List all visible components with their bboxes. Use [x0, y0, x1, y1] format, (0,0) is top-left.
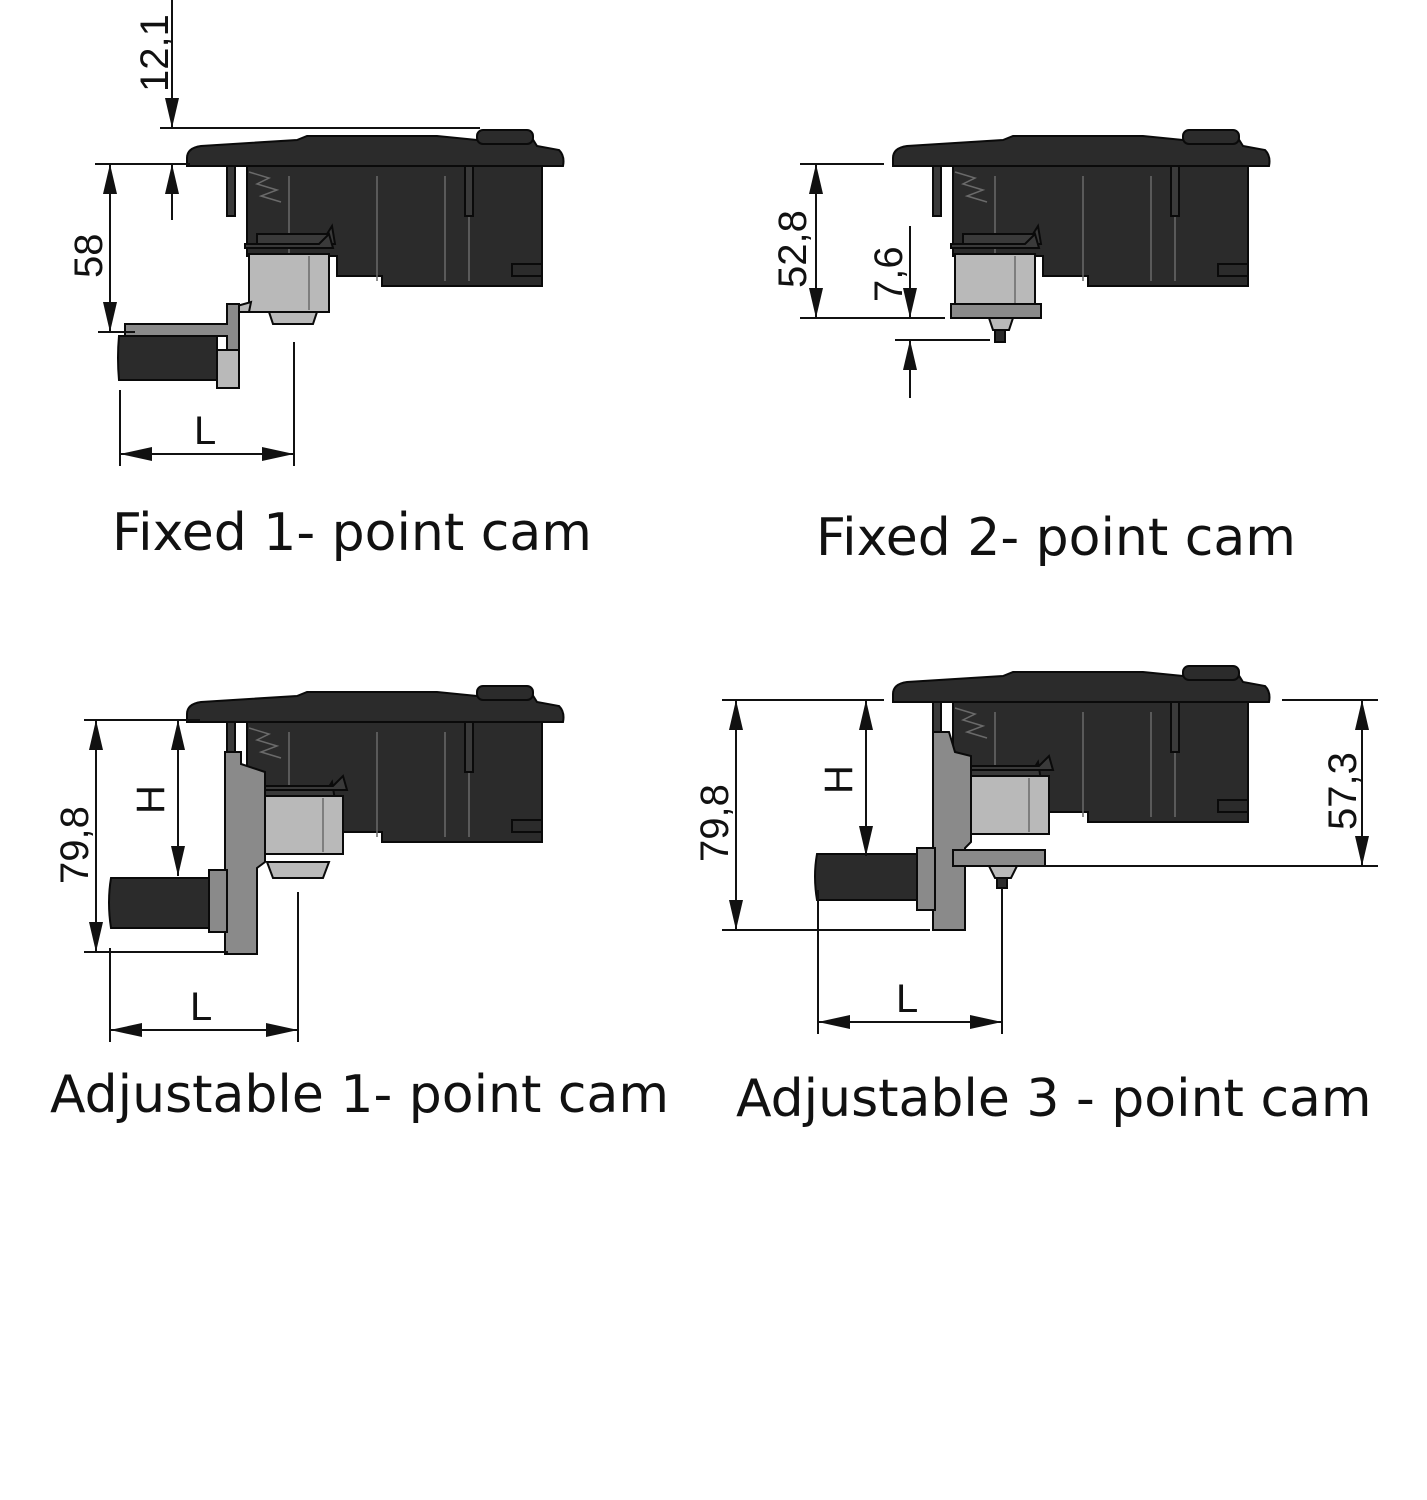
caption: Fixed 2- point cam: [816, 508, 1296, 568]
dim-label-length: L: [190, 985, 212, 1029]
dim-label-height: 79,8: [53, 806, 97, 884]
dimension-length: L: [119, 342, 295, 466]
dimension-height: 79,8: [693, 699, 930, 931]
dim-label-height: 79,8: [693, 784, 737, 862]
figure-adjustable-1-point-cam: 79,8 H L Adjustable 1- point cam: [50, 685, 669, 1125]
figure-fixed-2-point-cam: 52,8 7,6 Fixed 2- point cam: [771, 129, 1296, 568]
dim-label-adjust: H: [817, 765, 861, 794]
dim-label-adjust: H: [129, 785, 173, 814]
lock-drawing: [117, 129, 565, 389]
lock-drawing: [892, 129, 1271, 343]
lock-drawing: [814, 665, 1271, 931]
caption: Fixed 1- point cam: [112, 503, 592, 563]
lock-drawing: [108, 685, 565, 955]
dim-label-length: L: [896, 977, 918, 1021]
dimension-length: L: [817, 888, 1003, 1034]
dimension-offset: 7,6: [867, 226, 990, 398]
dim-label-right: 57,3: [1321, 752, 1365, 830]
dimension-height: 58: [67, 163, 182, 333]
dim-label-height: 52,8: [771, 210, 815, 288]
dimension-adjust: H: [129, 720, 185, 876]
dimension-right: 57,3: [1040, 699, 1378, 867]
figure-adjustable-3-point-cam: 79,8 H 57,3 L Adjustable 3 - point cam: [693, 665, 1378, 1129]
figure-fixed-1-point-cam: 12,1 58 L Fixed 1- point cam: [67, 0, 592, 563]
dimension-top: 12,1: [133, 0, 480, 220]
dim-label-top: 12,1: [133, 14, 177, 92]
dim-label-height: 58: [67, 234, 111, 279]
dimension-height: 79,8: [53, 719, 228, 953]
dim-label-length: L: [194, 409, 216, 453]
caption: Adjustable 3 - point cam: [736, 1069, 1372, 1129]
dim-label-offset: 7,6: [867, 246, 911, 302]
dimension-length: L: [109, 892, 299, 1042]
caption: Adjustable 1- point cam: [50, 1065, 669, 1125]
dimension-height: 52,8: [771, 163, 945, 319]
dimension-adjust: H: [817, 700, 873, 856]
